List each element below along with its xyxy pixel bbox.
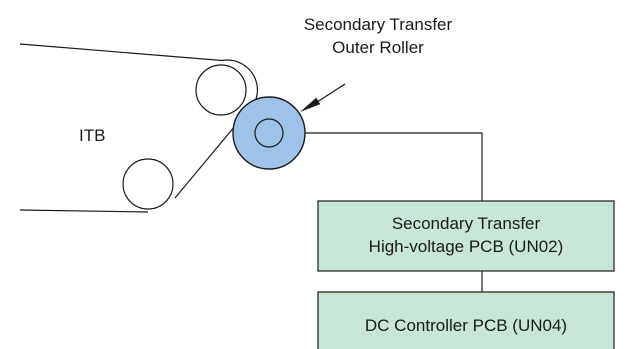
itb-belt-bottom-line (19, 209, 149, 213)
roller-label-line2: Outer Roller (332, 38, 424, 57)
dc-pcb-label: DC Controller PCB (UN04) (365, 316, 567, 335)
hv-pcb-label-line1: Secondary Transfer (392, 214, 541, 233)
itb-upper-roller (195, 64, 247, 116)
hv-pcb-box (317, 200, 615, 272)
roller-pointer-arrowhead (300, 97, 321, 112)
itb-belt-top-line (19, 43, 223, 62)
roller-to-hv-pcb-wire (305, 132, 483, 201)
secondary-transfer-outer-roller (232, 96, 306, 170)
hv-pcb-label-line2: High-voltage PCB (UN02) (369, 237, 564, 256)
outer-roller-inner-ring (254, 118, 284, 148)
itb-label: ITB (79, 126, 105, 145)
itb-lower-roller (122, 158, 174, 210)
roller-pointer-line (313, 83, 346, 105)
itb-belt-diagonal (174, 119, 241, 199)
dc-pcb-box (317, 291, 615, 349)
roller-label-line1: Secondary Transfer (304, 15, 453, 34)
